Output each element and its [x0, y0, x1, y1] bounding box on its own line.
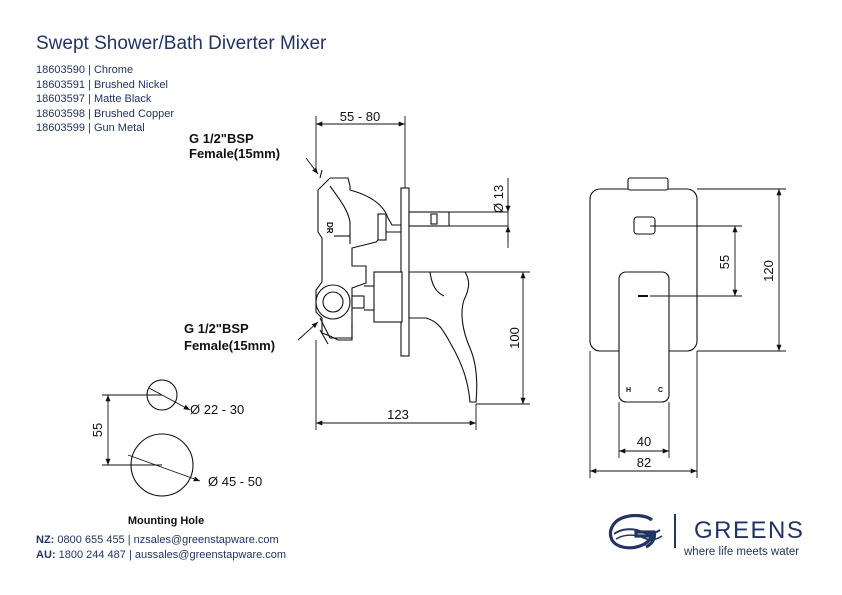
product-code: 18603597 — [36, 93, 85, 105]
spindle — [408, 211, 450, 227]
thread-top-label: Female(15mm) — [189, 146, 280, 161]
side-dimensions — [297, 116, 530, 430]
product-code-list: 18603590 | Chrome 18603591 | Brushed Nic… — [36, 63, 174, 136]
page-title: Swept Shower/Bath Diverter Mixer — [36, 33, 327, 54]
product-code: 18603590 — [36, 64, 85, 76]
contact-nz: NZ: 0800 655 455 | nzsales@greenstapware… — [36, 533, 286, 548]
leader-line — [297, 321, 319, 341]
hole-spacing-label: 55 — [90, 423, 105, 437]
leader — [319, 169, 323, 179]
hole-small-label: Ø 22 - 30 — [190, 402, 244, 417]
outlet-port — [315, 284, 351, 320]
diverter-button — [633, 216, 656, 235]
brand-logo: GREENS where life meets water — [606, 512, 816, 562]
cold-marker: C — [658, 387, 663, 394]
product-code-row: 18603590 | Chrome — [36, 64, 134, 76]
contact-au-prefix: AU: — [36, 549, 56, 561]
front-dim-120-label: 120 — [761, 260, 776, 282]
hole-large-label: Ø 45 - 50 — [208, 474, 262, 489]
front-dim-55-label: 55 — [717, 255, 732, 269]
mounting-hole-caption: Mounting Hole — [128, 515, 204, 527]
contact-nz-prefix: NZ: — [36, 534, 55, 546]
leader-line — [305, 157, 319, 175]
dim-spindle-label: Ø 13 — [491, 185, 506, 213]
side-view — [315, 169, 508, 403]
product-code: 18603599 — [36, 122, 85, 134]
bracket — [319, 317, 353, 339]
leader — [319, 329, 329, 345]
leader-line — [148, 387, 191, 411]
diverter-knob-top — [627, 177, 669, 191]
outlet-port-inner — [322, 291, 344, 313]
lever-contour — [429, 271, 445, 297]
product-code-row: 18603599 | Gun Metal — [36, 122, 145, 134]
thread-bottom-label: Female(15mm) — [184, 338, 275, 353]
brand-name: GREENS — [694, 517, 805, 544]
outlet-stub — [351, 295, 365, 309]
contact-au-text: 1800 244 487 | aussales@greenstapware.co… — [58, 549, 287, 561]
front-dim-40-label: 40 — [637, 434, 651, 449]
hot-marker: H — [626, 387, 631, 394]
contact-info: NZ: 0800 655 455 | nzsales@greenstapware… — [36, 533, 286, 563]
lever-handle — [408, 271, 478, 403]
product-code: 18603591 — [36, 78, 85, 91]
product-code-row: 18603598 | Brushed Copper — [36, 107, 175, 120]
front-dimensions — [589, 188, 786, 478]
contact-au: AU: 1800 244 487 | aussales@greenstapwar… — [36, 548, 286, 563]
front-dim-82-label: 82 — [637, 455, 651, 470]
brand-tagline: where life meets water — [684, 546, 800, 558]
thread-top-label: G 1/2"BSP — [189, 131, 254, 146]
product-finish: Matte Black — [93, 93, 152, 105]
thread-bottom-label: G 1/2"BSP — [184, 321, 249, 336]
product-finish: Gun Metal — [93, 122, 145, 134]
product-code: 18603598 — [36, 107, 85, 120]
greens-logo-icon — [608, 514, 663, 550]
dim-depth-label: 55 - 80 — [340, 109, 380, 124]
product-finish: Chrome — [93, 64, 134, 76]
brand-separator — [674, 514, 676, 548]
valve-contour — [329, 185, 351, 244]
product-code-row: 18603597 | Matte Black — [36, 93, 152, 105]
dim-lever-height-label: 100 — [507, 327, 522, 349]
product-finish: Brushed Nickel — [93, 78, 168, 91]
leader-line — [127, 454, 201, 482]
lever-stem — [373, 271, 403, 323]
valve-nut — [377, 213, 387, 241]
product-finish: Brushed Copper — [93, 107, 175, 120]
contact-nz-text: 0800 655 455 | nzsales@greenstapware.com — [57, 534, 279, 546]
lever-front — [618, 271, 670, 403]
dim-overall-depth-label: 123 — [387, 407, 409, 422]
spindle-collar — [430, 213, 438, 225]
front-view — [589, 177, 698, 403]
valve-marking: DR — [325, 222, 334, 234]
mounting-hole-diagram — [102, 379, 201, 497]
product-code-row: 18603591 | Brushed Nickel — [36, 78, 168, 91]
